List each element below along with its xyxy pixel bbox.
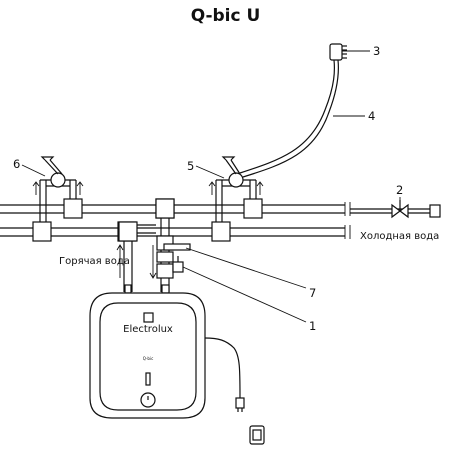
model-text: Q-bic: [143, 356, 154, 361]
cold-water-label: Холодная вода: [360, 231, 439, 242]
brand-logo-text: Electrolux: [123, 324, 173, 335]
shower-hose: [239, 59, 340, 178]
callout-leaders: [21, 50, 401, 323]
cold-branch-pipe: [149, 198, 191, 294]
callout-2: 2: [396, 183, 403, 197]
callout-6: 6: [13, 157, 20, 171]
left-mixer-tap: [32, 156, 84, 222]
callout-1: 1: [309, 319, 316, 333]
shower-head: [329, 43, 347, 61]
callout-7: 7: [309, 286, 316, 300]
callout-3: 3: [373, 44, 380, 58]
cold-stop-valve: [391, 200, 441, 219]
wall-socket: [249, 425, 265, 445]
callout-4: 4: [368, 109, 375, 123]
water-heater: Electrolux Q-bic: [89, 292, 206, 419]
hot-branch-pipe: [116, 221, 156, 294]
right-mixer-tap: [208, 156, 264, 222]
hot-water-label: Горячая вода: [59, 256, 130, 267]
callout-5: 5: [187, 159, 194, 173]
power-cord: [204, 337, 245, 412]
diagram-title: Q-bic U: [190, 6, 261, 26]
